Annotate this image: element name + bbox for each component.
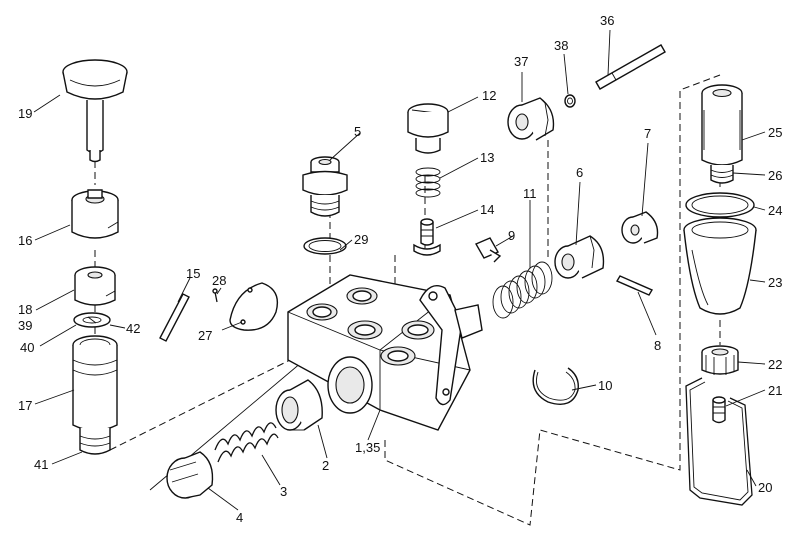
label-41: 41	[34, 457, 48, 472]
part-1-main-body	[287, 274, 483, 431]
label-3: 3	[280, 484, 287, 499]
leader-lines	[33, 29, 766, 511]
part-40-washer	[73, 312, 111, 328]
label-28: 28	[212, 273, 226, 288]
part-20-bail-clamp	[685, 377, 753, 506]
part-15-pin	[159, 293, 190, 342]
label-7: 7	[644, 126, 651, 141]
part-5-fitting	[302, 156, 348, 217]
part-4-plug	[166, 451, 214, 499]
part-14-valve-pin	[413, 218, 441, 256]
part-28-screw	[212, 288, 218, 303]
part-12-cap-screw	[407, 103, 449, 154]
label-13: 13	[480, 150, 494, 165]
part-29-o-ring	[303, 237, 347, 255]
label-12: 12	[482, 88, 496, 103]
part-11-spring	[492, 261, 553, 319]
part-3-spring	[214, 422, 279, 463]
label-38: 38	[554, 38, 568, 53]
label-23: 23	[768, 275, 782, 290]
part-7-roller	[621, 211, 659, 244]
label-40: 40	[20, 340, 34, 355]
part-27-cover-plate	[229, 282, 279, 331]
label-18: 18	[18, 302, 32, 317]
label-2: 2	[322, 458, 329, 473]
label-17: 17	[18, 398, 32, 413]
part-13-spring	[415, 167, 441, 198]
part-37-fitting	[507, 97, 555, 141]
label-24: 24	[768, 203, 782, 218]
label-6: 6	[576, 165, 583, 180]
label-29: 29	[354, 232, 368, 247]
part-38-ring	[564, 94, 576, 108]
part-9-key	[475, 237, 502, 263]
label-39: 39	[18, 318, 32, 333]
part-17-cylinder	[72, 335, 118, 455]
label-22: 22	[768, 357, 782, 372]
label-36: 36	[600, 13, 614, 28]
label-9: 9	[508, 228, 515, 243]
part-16-nut	[71, 189, 119, 239]
part-21-screw	[712, 396, 726, 424]
part-26-nipple	[710, 165, 734, 184]
label-27: 27	[198, 328, 212, 343]
part-22-nut	[701, 345, 739, 375]
label-42: 42	[126, 321, 140, 336]
label-20: 20	[758, 480, 772, 495]
part-18-small-nut	[74, 266, 116, 306]
part-25-filter-cartridge	[701, 84, 743, 166]
label-16: 16	[18, 233, 32, 248]
label-25: 25	[768, 125, 782, 140]
label-5: 5	[354, 124, 361, 139]
part-24-gasket	[685, 192, 755, 218]
label-19: 19	[18, 106, 32, 121]
label-1-35: 1,35	[355, 440, 380, 455]
label-26: 26	[768, 168, 782, 183]
label-10: 10	[598, 378, 612, 393]
part-19-knob	[62, 59, 128, 163]
label-14: 14	[480, 202, 494, 217]
label-4: 4	[236, 510, 243, 525]
part-labels: 19 16 18 39 40 42 17 41 15 28 27 29 5 12…	[18, 13, 782, 525]
part-36-rod	[595, 44, 666, 90]
label-21: 21	[768, 383, 782, 398]
label-37: 37	[514, 54, 528, 69]
part-8-pin	[615, 275, 654, 296]
label-11: 11	[523, 186, 537, 201]
label-15: 15	[186, 266, 200, 281]
part-10-snap-ring	[532, 367, 579, 405]
part-23-bowl	[683, 217, 757, 315]
part-6-collar	[554, 235, 605, 279]
label-8: 8	[654, 338, 661, 353]
part-2-bushing	[275, 379, 323, 431]
